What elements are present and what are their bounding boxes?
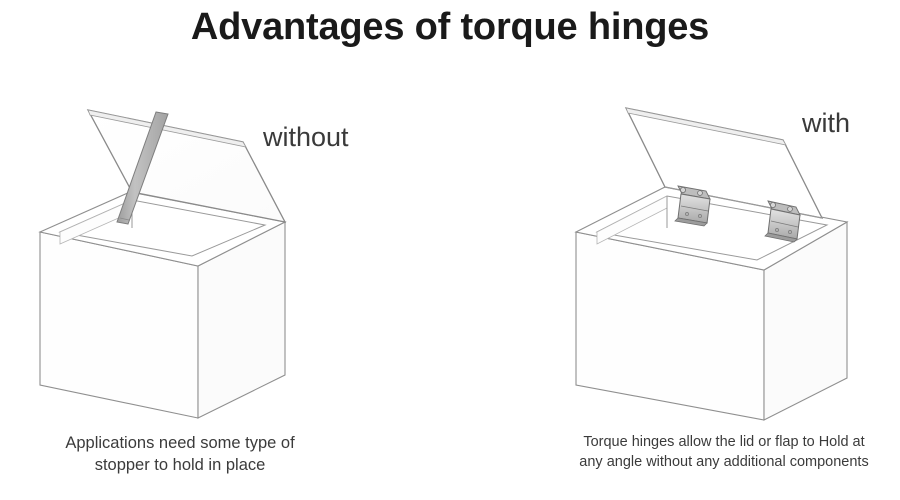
stopper-base-shadow [119, 217, 130, 221]
torque-hinge-left[interactable] [674, 185, 711, 227]
lid-left [86, 109, 287, 223]
caption-without-line-1: Applications need some type of [65, 434, 295, 452]
box-body-left [38, 191, 287, 419]
page-title: Advantages of torque hinges [190, 6, 710, 48]
torque-hinge-right[interactable] [764, 200, 801, 243]
caption-without: Applications need some type of stopper t… [30, 432, 330, 477]
caption-with: Torque hinges allow the lid or flap to H… [548, 433, 900, 472]
caption-without-line-2: stopper to hold in place [94, 456, 266, 475]
caption-with-line-1: Torque hinges allow the lid or flap to H… [583, 434, 865, 450]
caption-with-line-2: any angle without any additional compone… [579, 453, 869, 470]
label-without: without [263, 122, 349, 152]
label-with: with [802, 108, 851, 138]
lid-right [624, 107, 824, 219]
box-body-right [574, 186, 849, 421]
stopper-rod [116, 111, 169, 225]
